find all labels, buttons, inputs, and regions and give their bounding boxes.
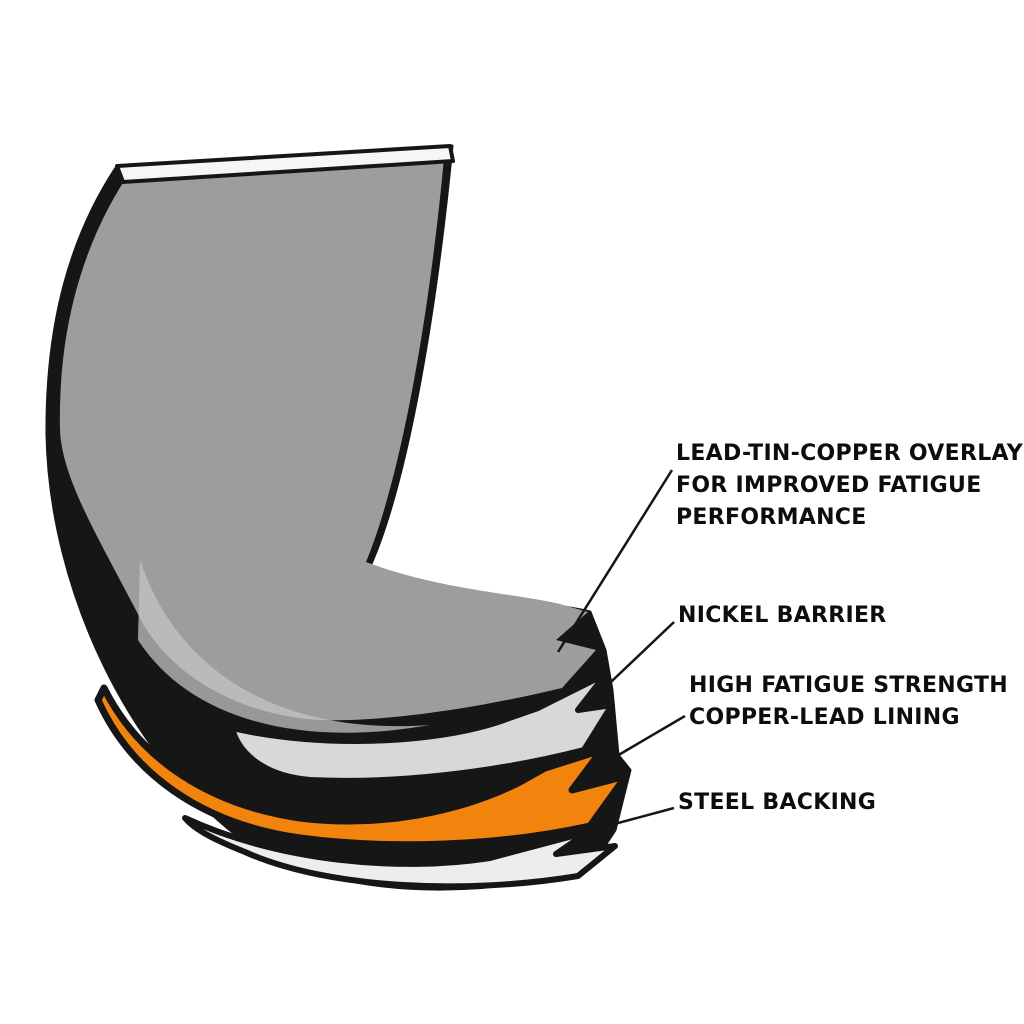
leader-line-copper-lead (609, 714, 686, 762)
shell-top-rim (115, 144, 455, 184)
callout-lead-tin-copper-overlay: LEAD-TIN-COPPER OVERLAY FOR IMPROVED FAT… (676, 438, 1023, 534)
bearing-shell-body (59, 158, 596, 721)
callout-nickel-line-1: NICKEL BARRIER (678, 603, 887, 628)
copper-lead-lining-layer (94, 684, 630, 849)
callout-steel-backing: STEEL BACKING (678, 787, 876, 819)
callout-overlay-line-3: PERFORMANCE (676, 505, 867, 530)
callout-nickel-barrier: NICKEL BARRIER (678, 600, 887, 632)
callout-copper-lead-line-2: COPPER-LEAD LINING (689, 705, 960, 730)
leader-line-overlay (556, 469, 674, 653)
callout-copper-lead-line-1: HIGH FATIGUE STRENGTH (689, 673, 1008, 698)
leader-line-steel (487, 806, 675, 860)
steel-backing-layer (182, 815, 618, 890)
shell-inner-highlight (138, 560, 430, 733)
leader-line-nickel (591, 621, 675, 701)
nickel-barrier-layer (229, 671, 615, 784)
callout-steel-line-1: STEEL BACKING (678, 790, 877, 815)
callout-overlay-line-2: FOR IMPROVED FATIGUE (676, 473, 982, 498)
callout-overlay-line-1: LEAD-TIN-COPPER OVERLAY (676, 441, 1023, 466)
callout-copper-lead-lining: HIGH FATIGUE STRENGTH COPPER-LEAD LINING (689, 670, 1008, 734)
